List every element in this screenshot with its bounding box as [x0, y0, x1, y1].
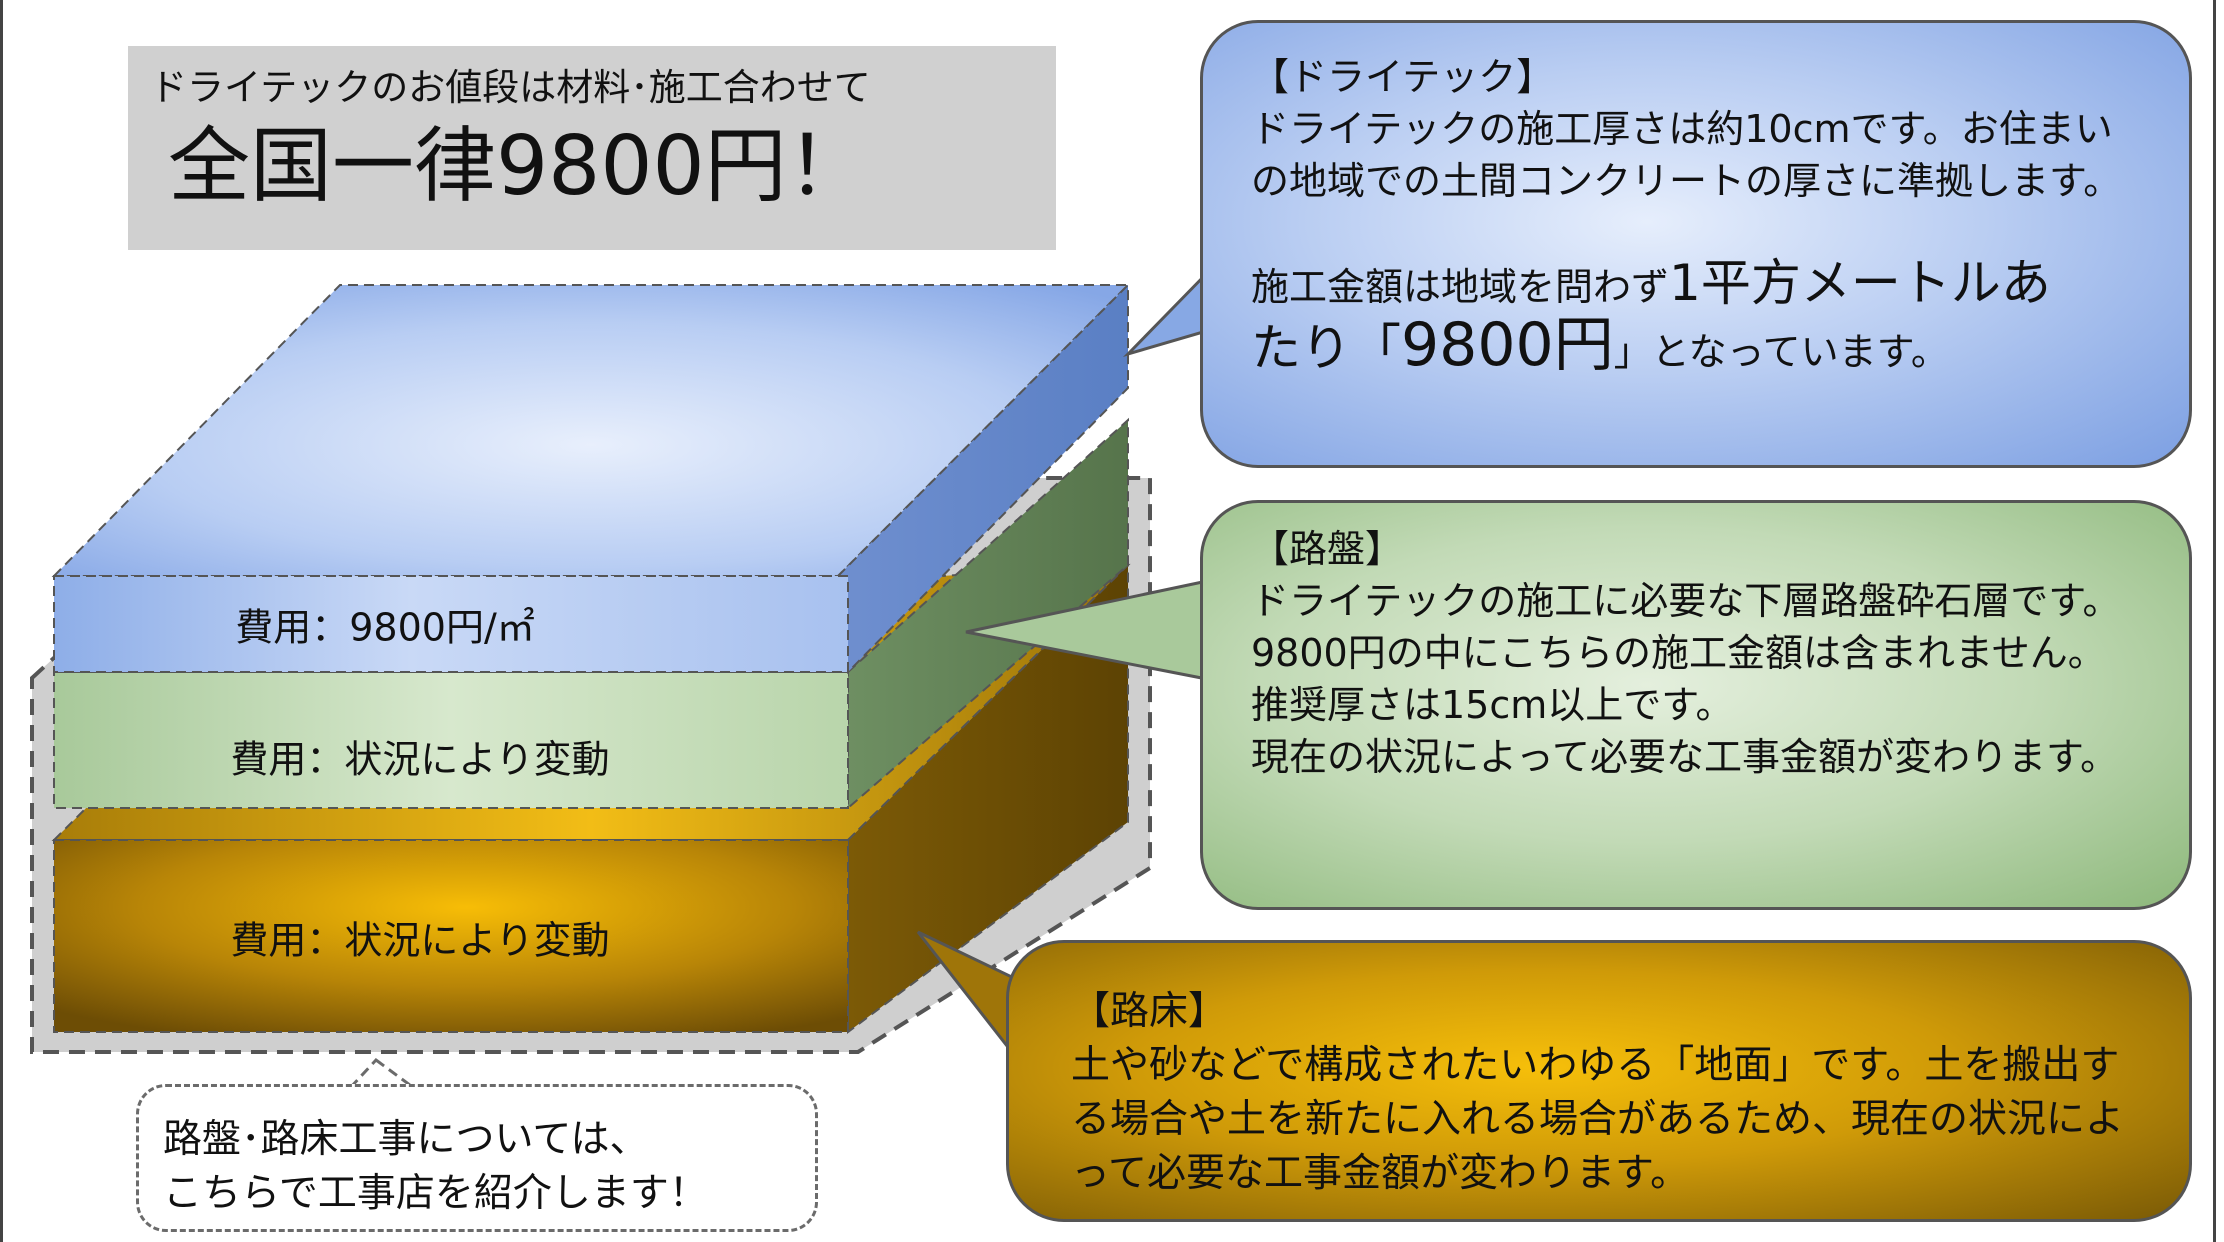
drytec-layer-front	[53, 575, 849, 673]
rosho-cost-label: 費用：状況により変動	[230, 918, 610, 963]
roban-layer	[53, 417, 1129, 811]
drytec-price-prefix: 施工金額は地域を問わず	[1251, 265, 1670, 309]
roban-callout: 【路盤】 ドライテックの施工に必要な下層路盤砕石層です。9800円の中にこちらの…	[1200, 500, 2192, 910]
note-pointer	[346, 1057, 419, 1090]
drytec-price-lead: たり「	[1251, 319, 1401, 377]
drytec-callout-price: 施工金額は地域を問わず1平方メートルあ	[1251, 257, 2149, 313]
drytec-layer-top	[51, 284, 1131, 577]
drytec-price-value: 9800円	[1401, 310, 1614, 380]
drytec-callout-price-line2: たり「9800円」となっています。	[1251, 315, 2149, 378]
drytec-price-suffix: 」となっています。	[1613, 330, 1949, 374]
roban-callout-heading: 【路盤】	[1251, 527, 1404, 571]
drytec-callout-body: ドライテックの施工厚さは約10cmです。お住まいの地域での土間コンクリートの厚さ…	[1251, 107, 2122, 203]
drytec-cost-label: 費用：9800円/㎡	[235, 605, 535, 650]
drytec-callout: 【ドライテック】 ドライテックの施工厚さは約10cmです。お住まいの地域での土間…	[1200, 20, 2192, 468]
rosho-callout-body: 土や砂などで構成されたいわゆる「地面」です。土を搬出する場合や土を新たに入れる場…	[1071, 1043, 2125, 1196]
price-header: ドライテックのお値段は材料･施工合わせて 全国一律9800円！	[128, 46, 1056, 250]
drytec-layer	[51, 282, 1131, 675]
roban-callout-body: ドライテックの施工に必要な下層路盤砕石層です。9800円の中にこちらの施工金額は…	[1251, 579, 2121, 779]
roban-cost-label: 費用：状況により変動	[230, 737, 610, 782]
contractor-note: 路盤･路床工事については、 こちらで工事店を紹介します！	[136, 1084, 818, 1232]
rosho-callout-heading: 【路床】	[1071, 989, 1228, 1034]
roban-layer-front	[53, 671, 849, 809]
drytec-callout-heading: 【ドライテック】	[1251, 55, 1555, 99]
contractor-note-text: 路盤･路床工事については、 こちらで工事店を紹介します！	[163, 1117, 708, 1216]
drytec-price-unit: 1平方メートルあ	[1669, 254, 2051, 312]
rosho-layer-front	[53, 839, 849, 1033]
price-header-subtitle: ドライテックのお値段は材料･施工合わせて	[150, 66, 871, 109]
drytec-callout-pointer	[1122, 266, 1212, 358]
price-header-title: 全国一律9800円！	[168, 119, 869, 214]
rosho-callout: 【路床】 土や砂などで構成されたいわゆる「地面」です。土を搬出する場合や土を新た…	[1006, 940, 2192, 1222]
